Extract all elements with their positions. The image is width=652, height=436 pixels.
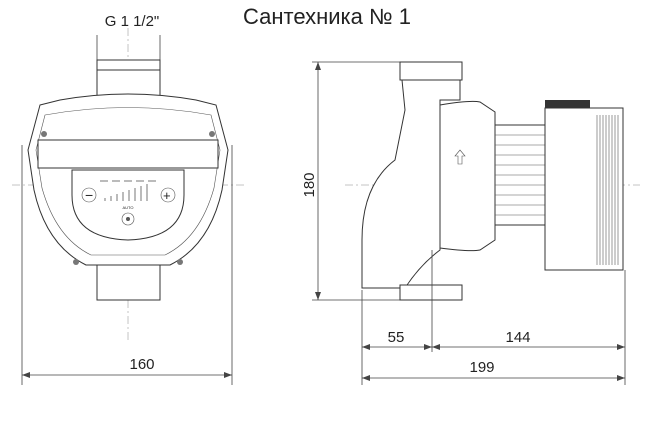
auto-label: AUTO — [122, 205, 133, 210]
mode-button[interactable] — [121, 212, 135, 226]
dim-width-front: 160 — [129, 356, 154, 373]
control-panel: − + AUTO — [81, 180, 176, 226]
title: Сантехника № 1 — [243, 4, 411, 29]
dim-depth-front: 55 — [388, 329, 405, 346]
plus-button[interactable]: + — [163, 188, 171, 203]
thread-label: G 1 1/2" — [105, 13, 160, 30]
side-view: 180 55 144 199 — [301, 61, 640, 385]
minus-button[interactable]: − — [85, 187, 93, 203]
dim-depth-total: 199 — [469, 359, 494, 376]
front-view: − + AUTO 160 — [12, 28, 245, 385]
dim-depth-motor: 144 — [505, 329, 530, 346]
dim-height: 180 — [301, 172, 318, 197]
flow-direction-arrow-icon — [454, 149, 466, 165]
